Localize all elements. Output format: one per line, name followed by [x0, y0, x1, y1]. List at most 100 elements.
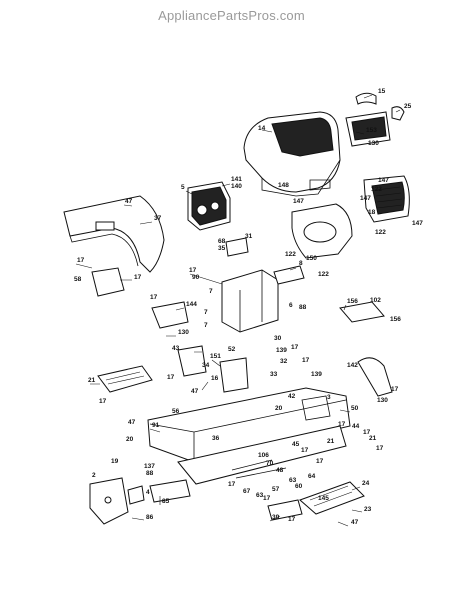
- pedal-part: [357, 357, 393, 397]
- part-number-label: 139: [311, 371, 322, 378]
- part-number-label: 148: [278, 182, 289, 189]
- part-number-label: 5: [181, 184, 185, 191]
- part-number-label: 85: [162, 498, 170, 505]
- part-number-label: 122: [285, 251, 296, 258]
- part-number-label: 47: [191, 388, 199, 395]
- part-number-label: 17: [391, 386, 399, 393]
- part-number-label: 39: [272, 514, 280, 521]
- battery-tray-part: [339, 301, 385, 323]
- part-number-label: 58: [74, 276, 82, 283]
- part-number-label: 48: [276, 467, 284, 474]
- part-number-label: 17: [228, 481, 236, 488]
- part-number-label: 6: [289, 302, 293, 309]
- part-number-label: 17: [316, 458, 324, 465]
- part-number-label: 15: [378, 88, 386, 95]
- part-number-label: 7: [204, 309, 208, 316]
- part-number-label: 37: [154, 215, 162, 222]
- part-number-label: 56: [172, 408, 180, 415]
- part-number-label: 7: [209, 288, 213, 295]
- part-number-label: 153: [366, 127, 377, 134]
- frame-plate-part: [149, 479, 191, 503]
- support-bracket-part: [177, 345, 207, 377]
- part-number-label: 91: [152, 422, 160, 429]
- part-number-label: 24: [362, 480, 370, 487]
- part-number-label: 17: [134, 274, 142, 281]
- part-number-label: 20: [275, 405, 283, 412]
- support-plate-part: [219, 357, 249, 393]
- dash-panel-part: [187, 181, 231, 231]
- part-number-label: 16: [211, 375, 219, 382]
- part-number-label: 60: [295, 483, 303, 490]
- hood-part: [243, 111, 341, 197]
- part-number-label: 70: [266, 460, 274, 467]
- left-footrest-part: [97, 365, 153, 393]
- part-number-label: 45: [292, 441, 300, 448]
- part-number-label: 17: [99, 398, 107, 405]
- headlight-lens-part: [345, 92, 405, 147]
- part-number-label: 35: [218, 245, 226, 252]
- part-number-label: 23: [364, 506, 372, 513]
- part-number-label: 42: [288, 393, 296, 400]
- part-number-label: 130: [178, 329, 189, 336]
- part-number-label: 17: [302, 357, 310, 364]
- right-footrest-part: [299, 481, 365, 515]
- part-number-label: 47: [351, 519, 359, 526]
- part-number-label: 137: [144, 463, 155, 470]
- linkage-rod-part: [231, 459, 287, 479]
- part-number-label: 17: [77, 257, 85, 264]
- fender-part: [63, 195, 165, 273]
- grille-part: [363, 175, 410, 223]
- part-number-label: 2: [92, 472, 96, 479]
- part-number-label: 63: [256, 492, 264, 499]
- tank-cover-part: [291, 203, 353, 259]
- frame-bracket-part: [221, 265, 305, 333]
- part-number-label: 7: [204, 322, 208, 329]
- part-number-label: 32: [280, 358, 288, 365]
- part-number-label: 151: [210, 353, 221, 360]
- part-number-label: 106: [258, 452, 269, 459]
- part-number-label: 21: [88, 377, 96, 384]
- part-number-label: 17: [189, 267, 197, 274]
- part-number-label: 17: [288, 516, 296, 523]
- part-number-label: 21: [327, 438, 335, 445]
- part-number-label: 17: [301, 447, 309, 454]
- part-number-label: 67: [243, 488, 251, 495]
- leader-lines: [75, 94, 401, 527]
- part-number-label: 147: [360, 195, 371, 202]
- part-number-label: 88: [299, 304, 307, 311]
- part-number-label: 147: [378, 177, 389, 184]
- part-number-label: 140: [231, 183, 242, 190]
- part-number-label: 19: [111, 458, 119, 465]
- part-number-label: 86: [146, 514, 154, 521]
- part-number-label: 17: [363, 429, 371, 436]
- part-number-label: 17: [376, 445, 384, 452]
- part-number-label: 17: [291, 344, 299, 351]
- part-number-label: 17: [167, 374, 175, 381]
- step-plate-part: [267, 499, 303, 521]
- part-number-label: 17: [338, 421, 346, 428]
- part-number-label: 3: [327, 394, 331, 401]
- dash-bracket-part: [225, 237, 249, 257]
- part-number-label: 156: [347, 298, 358, 305]
- part-number-label: 52: [228, 346, 236, 353]
- part-number-label: 8: [299, 260, 303, 267]
- axle-bracket-part: [89, 477, 145, 525]
- part-number-label: 145: [318, 495, 329, 502]
- seat-bracket-part: [151, 301, 189, 329]
- part-number-label: 142: [347, 362, 358, 369]
- part-number-label: 20: [126, 436, 134, 443]
- part-number-label: 122: [375, 229, 386, 236]
- part-number-label: 102: [370, 297, 381, 304]
- part-number-label: 141: [231, 176, 242, 183]
- part-number-label: 122: [371, 186, 382, 193]
- part-number-label: 21: [369, 435, 377, 442]
- part-number-label: 68: [218, 238, 226, 245]
- part-number-label: 156: [390, 316, 401, 323]
- site-watermark: AppliancePartsPros.com: [158, 8, 305, 23]
- part-number-label: 43: [172, 345, 180, 352]
- fender-bracket-part: [91, 267, 125, 297]
- part-number-label: 14: [258, 125, 266, 132]
- part-number-label: 144: [186, 301, 197, 308]
